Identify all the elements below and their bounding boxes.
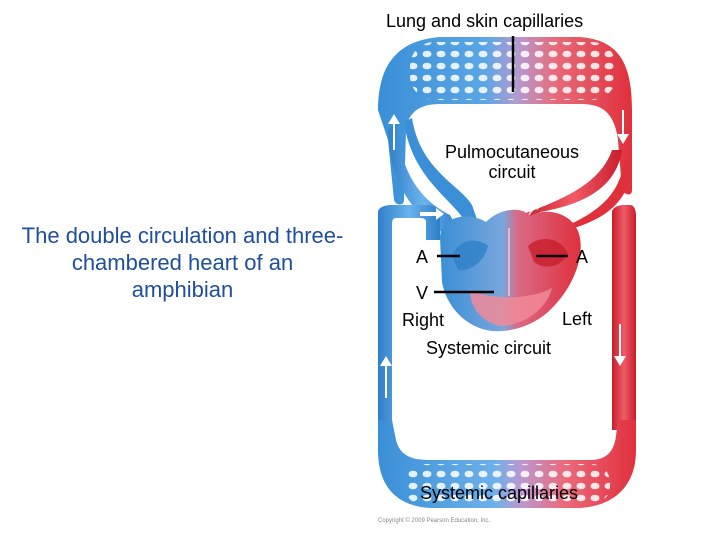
- atrium-label-left-side-of-heart: A: [576, 247, 589, 267]
- flow-arrows: [380, 110, 629, 398]
- atrium-label-right-side-of-heart: A: [416, 247, 429, 267]
- pulmocutaneous-circuit-label: Pulmocutaneous circuit: [412, 142, 612, 182]
- lung-skin-capillaries-label: Lung and skin capillaries: [386, 11, 584, 31]
- systemic-vein: [378, 205, 440, 430]
- ventricle-label: V: [416, 283, 429, 303]
- right-side-label: Right: [402, 310, 445, 330]
- left-side-label: Left: [562, 309, 593, 329]
- pulmocutaneous-line-2: circuit: [488, 162, 536, 182]
- systemic-circuit-label: Systemic circuit: [426, 338, 552, 358]
- copyright-notice: Copyright © 2009 Pearson Education, Inc.: [378, 518, 491, 524]
- arrow-up-icon: [388, 114, 400, 150]
- arrow-icon: [592, 190, 602, 200]
- arrow-right-icon: [420, 208, 444, 220]
- systemic-capillaries-label: Systemic capillaries: [420, 483, 579, 503]
- pulmocutaneous-line-1: Pulmocutaneous: [444, 142, 580, 162]
- systemic-capillary-bed: [378, 420, 636, 508]
- arrow-up-icon: [380, 356, 392, 398]
- figure-caption: The double circulation and three-chamber…: [21, 223, 344, 302]
- heart: [440, 209, 581, 332]
- leader-lines: [434, 36, 568, 294]
- systemic-artery: [612, 205, 636, 430]
- arrow-down-icon: [614, 324, 626, 366]
- arrow-down-icon: [531, 200, 541, 210]
- arrow-down-icon: [617, 110, 629, 144]
